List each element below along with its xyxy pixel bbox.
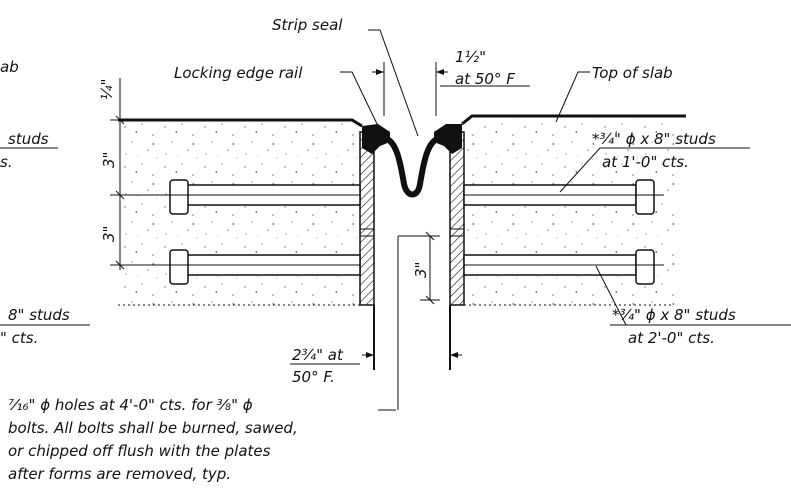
- studs-right-bottom-line1: *¾" ϕ x 8" studs: [612, 306, 736, 324]
- left-slab: [118, 122, 360, 306]
- right-plate: [449, 131, 465, 306]
- studs-right-top-line1: *¾" ϕ x 8" studs: [592, 130, 716, 148]
- top-of-slab-label: Top of slab: [592, 64, 673, 82]
- quarter-inch-label: ¼": [98, 79, 116, 100]
- gap-top-line2: at 50° F: [455, 70, 515, 88]
- gap-bottom-line2: 50° F.: [292, 368, 335, 386]
- left-plate: [359, 131, 375, 306]
- right-studs: [463, 179, 664, 285]
- top-gap-dimension: [372, 62, 530, 116]
- gap-bottom-line1: 2¾" at: [292, 346, 344, 364]
- left-cut-cts: s.: [0, 153, 13, 171]
- left-studs: [160, 179, 361, 285]
- strip-seal-label: Strip seal: [272, 16, 343, 34]
- left-cut-studs: studs: [8, 130, 49, 148]
- bottom-gap-dimension: [290, 352, 462, 365]
- left-cut-cts2: " cts.: [0, 329, 38, 347]
- locking-edge-rail-label: Locking edge rail: [174, 64, 303, 82]
- studs-right-top-line2: at 1'-0" cts.: [602, 153, 689, 171]
- strip-seal-gland: [382, 135, 442, 198]
- right-slab-top-line: [461, 114, 686, 126]
- left-edge-rail: [362, 124, 390, 154]
- leaders: [0, 29, 791, 411]
- left-dimension: [110, 78, 160, 270]
- right-edge-rail: [434, 124, 462, 154]
- holes-note-line3: or chipped off flush with the plates: [8, 442, 271, 460]
- gap-top-line1: 1½": [455, 48, 486, 66]
- left-slab-top-line: [118, 118, 363, 128]
- holes-note-line1: ⁷⁄₁₆" ϕ holes at 4'-0" cts. for ⅜" ϕ: [8, 396, 253, 414]
- left-cut-top: ab: [0, 58, 19, 76]
- three-inch-label-b: 3": [100, 226, 118, 242]
- holes-note-line4: after forms are removed, typ.: [8, 465, 231, 483]
- middle-dimension: [397, 231, 440, 410]
- holes-note-line2: bolts. All bolts shall be burned, sawed,: [8, 419, 298, 437]
- left-cut-8in-studs: 8" studs: [8, 306, 70, 324]
- studs-right-bottom-line2: at 2'-0" cts.: [628, 329, 715, 347]
- three-inch-label-c: 3": [412, 262, 430, 278]
- three-inch-label-a: 3": [100, 152, 118, 168]
